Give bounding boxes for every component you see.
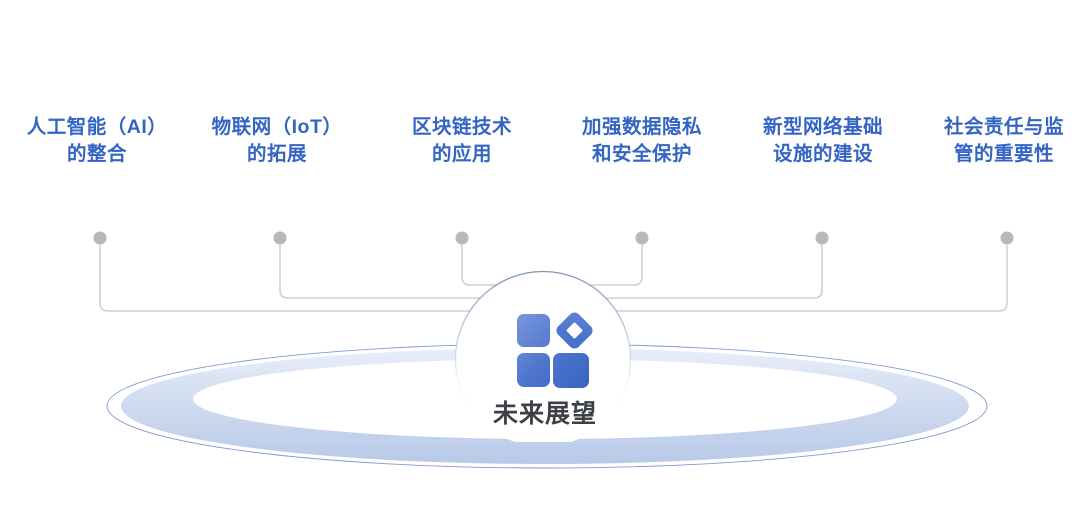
connector-dot xyxy=(455,231,469,245)
connector-lines xyxy=(99,245,1008,312)
connector-dot xyxy=(635,231,649,245)
grid-square-bottom-left xyxy=(517,353,550,387)
connector-line xyxy=(279,245,482,299)
topic-label-responsibility-regulation: 社会责任与监 管的重要性 xyxy=(943,116,1064,166)
grid-square-bottom-right xyxy=(553,353,589,388)
connector-line xyxy=(461,245,500,286)
connector-dot xyxy=(815,231,829,245)
connector-line xyxy=(99,245,472,312)
app-grid-diamond-icon xyxy=(517,312,593,388)
connector-dot xyxy=(1000,231,1014,245)
hub-title: 未来展望 xyxy=(492,400,597,428)
topic-label-ai-integration: 人工智能（AI） 的整合 xyxy=(26,116,168,166)
connector-dot xyxy=(273,231,287,245)
connector-dot xyxy=(93,231,107,245)
topic-label-data-privacy-security: 加强数据隐私 和安全保护 xyxy=(581,116,702,166)
grid-square-top-left xyxy=(517,314,550,347)
connector-line xyxy=(614,245,1008,312)
connector-line xyxy=(586,245,643,286)
topic-label-network-infrastructure: 新型网络基础 设施的建设 xyxy=(762,116,883,166)
topic-label-blockchain-application: 区块链技术 的应用 xyxy=(411,116,512,166)
connector-line xyxy=(604,245,823,299)
diamond-hole xyxy=(566,322,583,339)
connector-dots xyxy=(93,231,1014,245)
topic-label-iot-expansion: 物联网（IoT） 的拓展 xyxy=(211,116,343,166)
